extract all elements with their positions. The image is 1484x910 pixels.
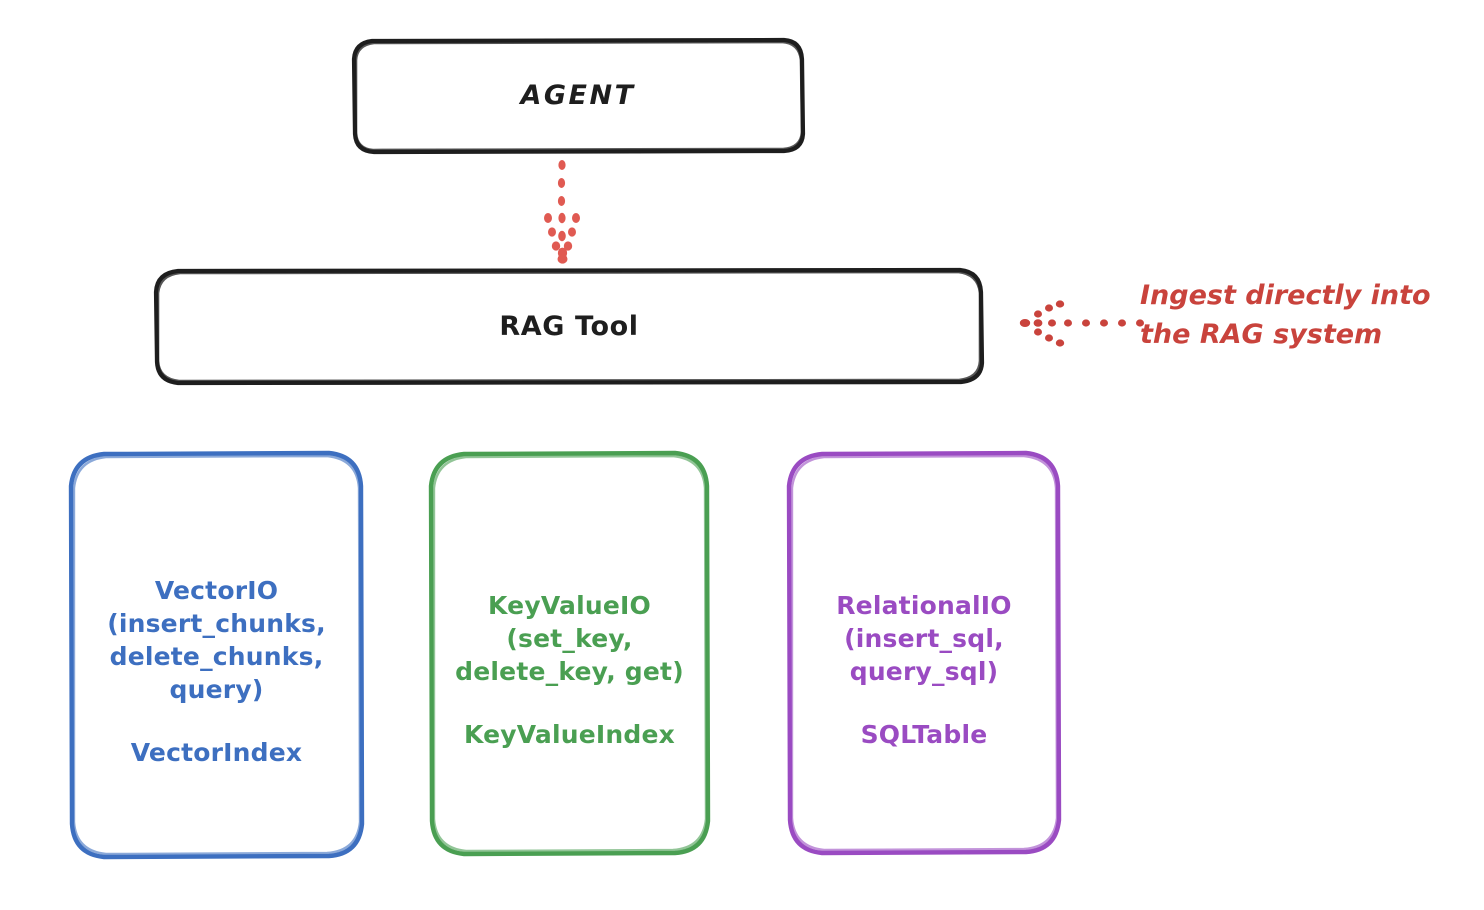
label-spacer (455, 688, 684, 718)
relational-io-sublabel: SQLTable (860, 719, 988, 749)
label-spacer (107, 706, 326, 736)
key-value-io-label-block: KeyValueIO (set_key, delete_key, get) Key… (455, 556, 684, 751)
key-value-io-sublabel: KeyValueIndex (463, 720, 676, 749)
node-vector-io[interactable]: VectorIO (insert_chunks, delete_chunks, … (68, 450, 365, 860)
node-key-value-io[interactable]: KeyValueIO (set_key, delete_key, get) Key… (428, 450, 711, 857)
key-value-io-label: KeyValueIO (set_key, delete_key, get) (455, 591, 684, 686)
ingest-arrow (1019, 300, 1144, 347)
node-agent[interactable]: AGENT (351, 37, 806, 155)
rag-tool-label: RAG Tool (499, 310, 639, 342)
relational-io-label: RelationalIO (insert_sql, query_sql) (836, 590, 1012, 686)
relational-io-label-block: RelationalIO (insert_sql, query_sql) SQLT… (836, 556, 1012, 751)
vector-io-sublabel: VectorIndex (130, 738, 303, 767)
agent-label: AGENT (520, 80, 636, 112)
node-rag-tool[interactable]: RAG Tool (153, 267, 985, 386)
vector-io-label: VectorIO (insert_chunks, delete_chunks, … (107, 576, 326, 704)
label-spacer (836, 688, 1012, 718)
node-relational-io[interactable]: RelationalIO (insert_sql, query_sql) SQLT… (786, 450, 1062, 856)
ingest-annotation-text: Ingest directly into the RAG system (1140, 280, 1431, 351)
vector-io-label-block: VectorIO (insert_chunks, delete_chunks, … (107, 541, 326, 769)
agent-to-rag-tool-arrow (544, 160, 580, 264)
